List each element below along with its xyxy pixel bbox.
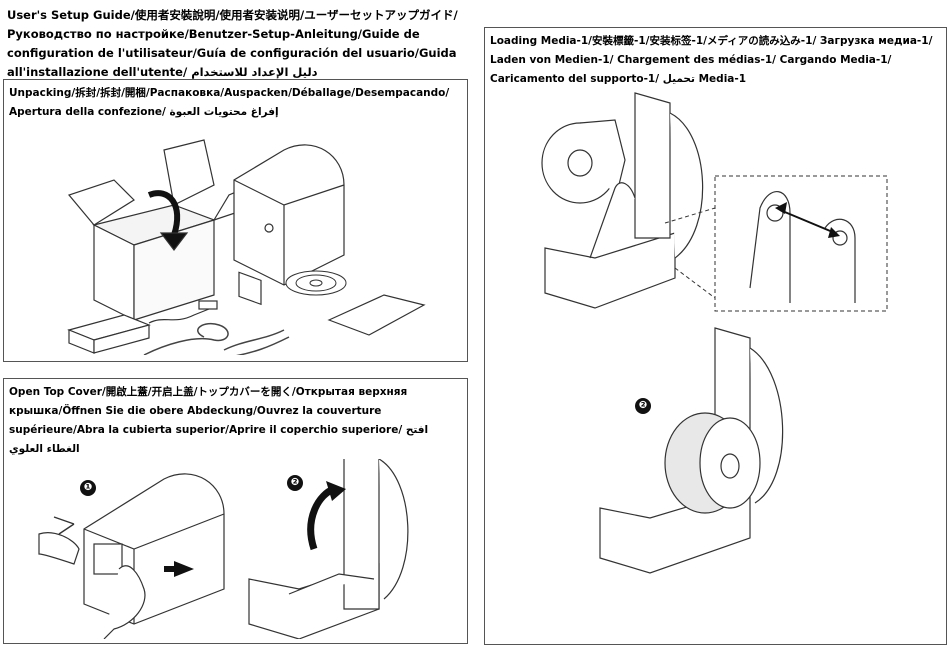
manual-icon — [327, 294, 426, 336]
cable-icon — [143, 323, 290, 355]
printer-open-icon — [248, 459, 409, 639]
page-title: User's Setup Guide/使用者安裝說明/使用者安装说明/ユーザーセ… — [7, 8, 458, 79]
unpacking-heading: Unpacking/拆封/拆封/開梱/Распаковка/Auspacken/… — [9, 87, 450, 118]
cd-icon — [285, 270, 347, 296]
unpacking-illustration — [67, 139, 426, 355]
step-1-marker: ❶ — [80, 480, 96, 496]
loading-media-heading: Loading Media-1/安裝標籤-1/安装标签-1/メディアの読み込み-… — [490, 35, 933, 85]
printer-closed-icon — [83, 473, 225, 625]
open-cover-panel: Open Top Cover/開啟上蓋/开启上盖/トップカバーを開く/Откры… — [3, 378, 468, 644]
open-cover-heading: Open Top Cover/開啟上蓋/开启上盖/トップカバーを開く/Откры… — [9, 386, 429, 455]
open-cover-illustration — [38, 459, 409, 639]
unpacking-panel: Unpacking/拆封/拆封/開梱/Распаковка/Auspacken/… — [3, 79, 468, 362]
media-guide-icon — [749, 190, 856, 303]
printer-icon — [233, 144, 345, 306]
loading-media-illustration — [541, 92, 888, 574]
printer-with-media-icon — [599, 327, 784, 574]
hand-icon — [38, 532, 146, 639]
media-roll-icon — [541, 119, 626, 204]
step-2-marker: ❷ — [635, 398, 651, 414]
loading-media-panel: Loading Media-1/安裝標籤-1/安装标签-1/メディアの読み込み-… — [484, 27, 947, 645]
power-adapter-icon — [67, 300, 218, 354]
step-2-marker: ❷ — [287, 475, 303, 491]
printer-open-icon — [544, 92, 704, 309]
